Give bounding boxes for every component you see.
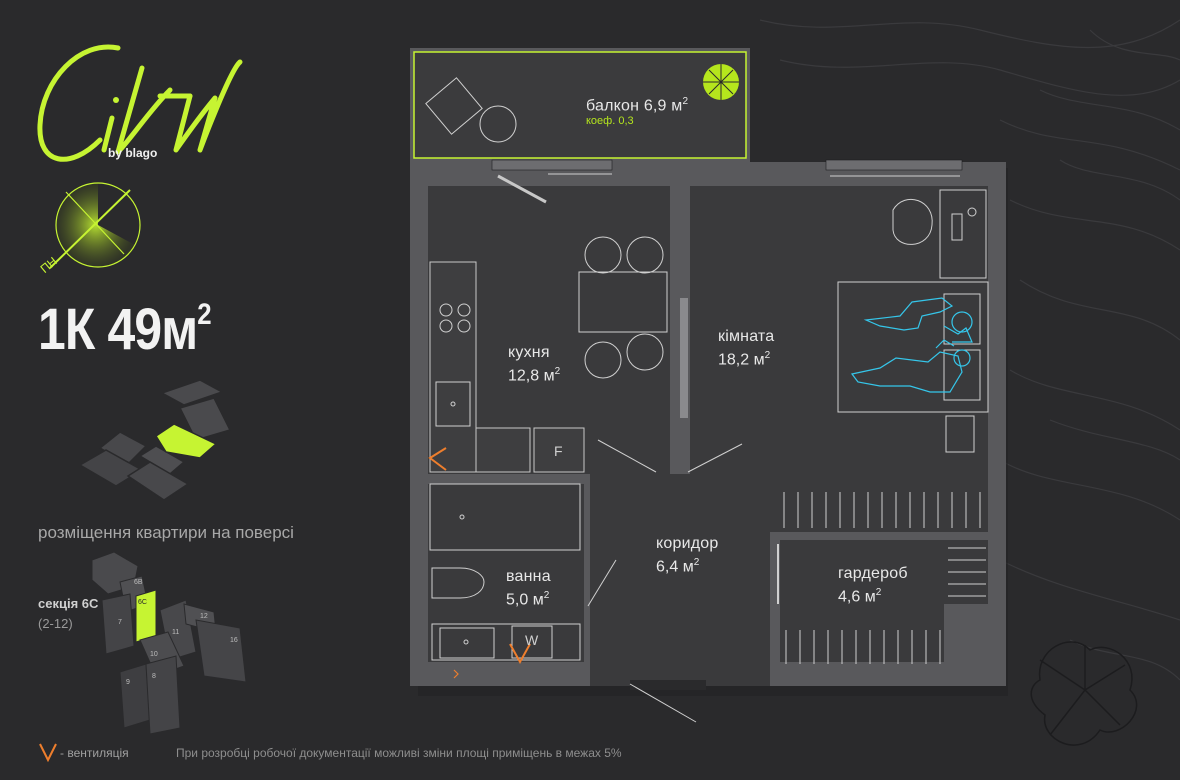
kitchen-name: кухня [508, 344, 550, 361]
corridor-floor [590, 474, 770, 686]
balcony-area-exp: 2 [682, 96, 689, 107]
building-label-12: 12 [200, 613, 208, 620]
ventilation-marker-bath [509, 643, 531, 665]
room-area-exp: 2 [764, 350, 771, 361]
ventilation-legend-label: - вентиляція [60, 746, 129, 760]
corridor-area: 6,4 м [656, 558, 694, 576]
bathroom-area: 5,0 м [506, 591, 544, 609]
room-label: кімната 18,2 м2 [718, 328, 774, 369]
corridor-label: коридор 6,4 м2 [656, 535, 718, 576]
bathroom-area-exp: 2 [543, 590, 550, 601]
building-label-7: 7 [118, 619, 122, 626]
washer-label: W [525, 632, 539, 648]
wardrobe-area: 4,6 м [838, 588, 876, 606]
apartment-area-exponent: 2 [197, 298, 211, 331]
kitchen-area: 12,8 м [508, 367, 555, 385]
apartment-area: 49м [107, 297, 198, 362]
fridge-icon [533, 427, 585, 473]
wardrobe-label: гардероб 4,6 м2 [838, 565, 908, 606]
balcony-outline [413, 51, 747, 159]
balcony-name: балкон [586, 97, 640, 115]
apartment-type: 1К [38, 297, 95, 362]
plant-icon [703, 64, 739, 100]
apartment-title: 1К 49м2 [38, 296, 212, 363]
balcony-coefficient: коеф. 0,3 [586, 115, 634, 128]
corridor-name: коридор [656, 535, 719, 552]
section-range: (2-12) [38, 616, 73, 631]
balcony-area: 6,9 м [643, 97, 683, 115]
kitchen-area-exp: 2 [554, 366, 561, 377]
balcony-label: балкон 6,9 м2 коеф. 0,3 [586, 96, 688, 127]
bathroom-name: ванна [506, 568, 551, 585]
ventilation-marker-kitchen [428, 447, 447, 471]
wardrobe-area-exp: 2 [875, 587, 882, 598]
building-label-8: 8 [152, 673, 156, 680]
fridge-label: F [554, 443, 563, 459]
building-label-11: 11 [172, 629, 179, 636]
disclaimer-text: При розробці робочої документації можлив… [176, 746, 622, 760]
building-label-6b: 6В [134, 579, 143, 586]
section-label: секція 6С [38, 596, 99, 611]
building-label-6c: 6С [138, 599, 147, 606]
room-area: 18,2 м [718, 351, 765, 369]
tree-icon [1030, 641, 1138, 746]
building-label-10: 10 [150, 651, 158, 658]
wardrobe-name: гардероб [838, 565, 908, 582]
building-label-16: 16 [230, 637, 238, 644]
logo-subtitle: by blago [108, 146, 158, 160]
bathroom-floor [428, 484, 584, 662]
room-floor [690, 186, 988, 474]
floor-caption: розміщення квартири на поверсі [38, 523, 294, 542]
kitchen-label: кухня 12,8 м2 [508, 344, 560, 385]
people-on-bed-illustration [850, 297, 973, 393]
building-label-9: 9 [126, 679, 130, 686]
bathroom-label: ванна 5,0 м2 [506, 568, 551, 609]
room-name: кімната [718, 328, 775, 345]
corridor-area-exp: 2 [693, 557, 700, 568]
